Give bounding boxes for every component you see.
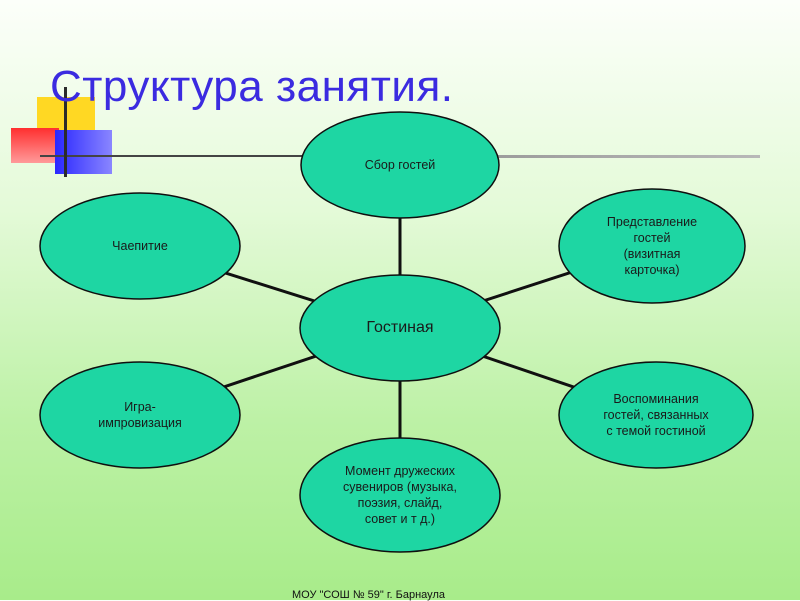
node-upper-left-label: Чаепитие <box>40 193 240 299</box>
node-center-label: Гостиная <box>300 275 500 381</box>
node-top-label: Сбор гостей <box>301 112 499 218</box>
node-lower-right-label: Воспоминания гостей, связанных с темой г… <box>559 362 753 468</box>
node-lower-left-label: Игра- импровизация <box>40 362 240 468</box>
node-upper-right-label: Представление гостей (визитная карточка) <box>559 189 745 303</box>
footer-text: МОУ "СОШ № 59" г. Барнаула <box>292 589 445 601</box>
node-bottom-label: Момент дружеских сувениров (музыка, поэз… <box>300 438 500 552</box>
